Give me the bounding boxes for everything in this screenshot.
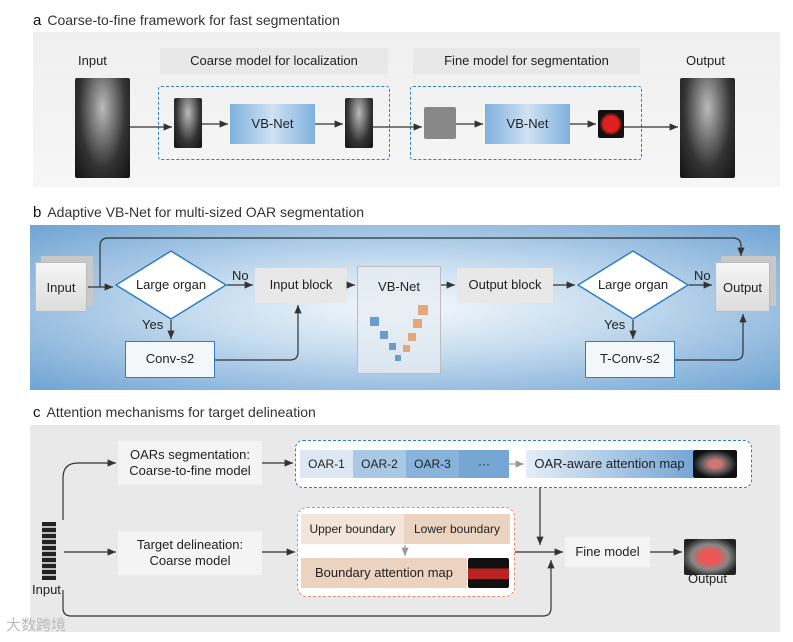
fine-input-crop-image [424, 107, 456, 139]
output-segmentation-image [684, 539, 736, 575]
panel-a-input-label: Input [78, 53, 107, 68]
input-block: Input block [255, 268, 347, 303]
output-cube: Output [715, 262, 770, 312]
coarse-input-image [174, 98, 202, 148]
vbnet-coarse: VB-Net [230, 104, 315, 144]
segmentation-result-image [598, 110, 624, 138]
oar-map-image [693, 450, 737, 478]
coarse-model-group [158, 86, 390, 160]
input-cube: Input [35, 262, 87, 312]
fine-model-box: Fine model [565, 537, 650, 567]
input-slices-image [42, 522, 56, 580]
output-block: Output block [457, 268, 553, 303]
input-ct-image [75, 78, 130, 178]
panel-c-output-label: Output [688, 571, 728, 586]
oars-segmentation-box: OARs segmentation:Coarse-to-fine model [118, 441, 262, 485]
conv-s2-box: Conv-s2 [125, 341, 215, 378]
vbnet-fine: VB-Net [485, 104, 570, 144]
lower-boundary: Lower boundary [404, 514, 510, 544]
panel-a-background [33, 32, 780, 187]
coarse-model-label: Coarse model for localization [160, 48, 388, 74]
oar-2: OAR-2 [353, 450, 406, 478]
oar-aware-attention-map: OAR-aware attention map [526, 450, 693, 478]
fine-model-label: Fine model for segmentation [413, 48, 640, 74]
target-delineation-box: Target delineation:Coarse model [118, 531, 262, 575]
yes-label-2: Yes [604, 317, 626, 332]
oar-1: OAR-1 [300, 450, 353, 478]
oar-more: ··· [459, 450, 509, 478]
panel-a-output-label: Output [686, 53, 726, 68]
boundary-attention-map: Boundary attention map [301, 558, 467, 588]
decision-large-organ-1: Large organ [115, 250, 227, 320]
oar-3: OAR-3 [406, 450, 459, 478]
vbnet-architecture: VB-Net [357, 266, 441, 374]
coarse-output-image [345, 98, 373, 148]
yes-label-1: Yes [142, 317, 164, 332]
upper-boundary: Upper boundary [301, 514, 404, 544]
output-ct-image [680, 78, 735, 178]
no-label-1: No [232, 268, 249, 283]
panel-c-input-label: Input [32, 582, 61, 597]
decision-large-organ-2: Large organ [577, 250, 689, 320]
watermark-logo: 大数跨境 [6, 617, 67, 634]
t-conv-s2-box: T-Conv-s2 [585, 341, 675, 378]
no-label-2: No [694, 268, 711, 283]
fine-model-group [410, 86, 642, 160]
boundary-map-image [468, 558, 509, 588]
